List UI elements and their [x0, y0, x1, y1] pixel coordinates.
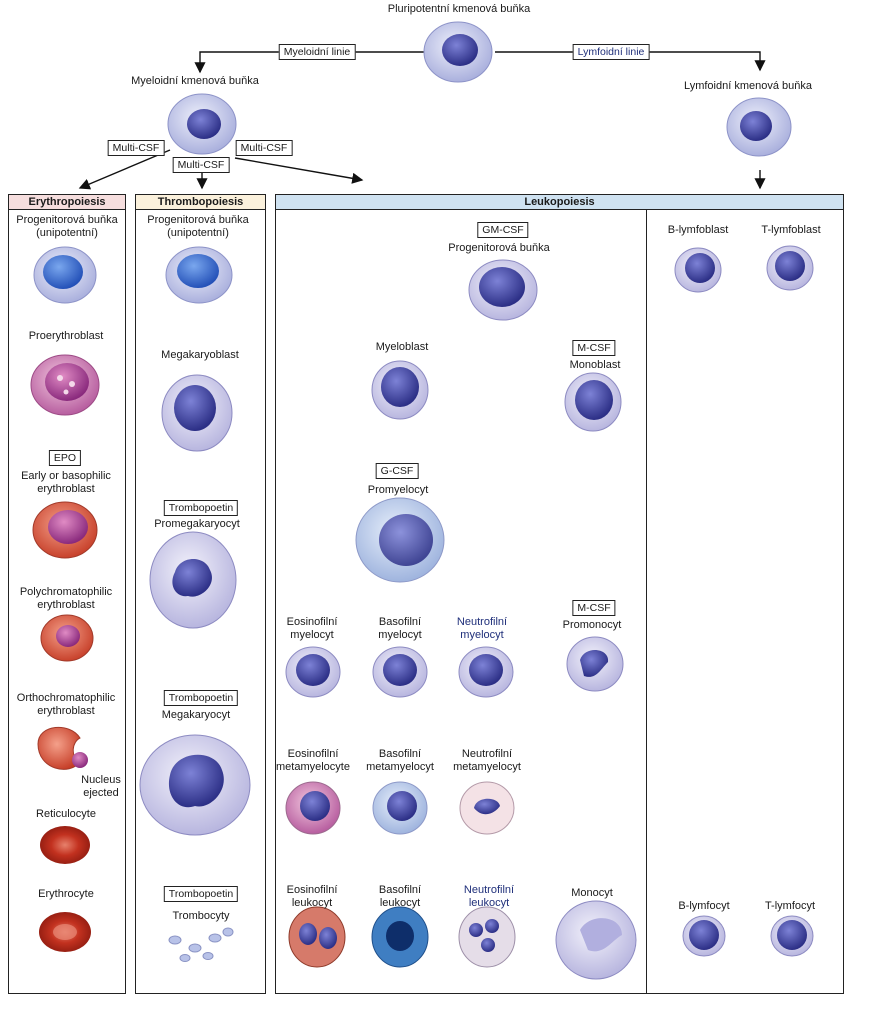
monoblast-cell	[564, 372, 622, 432]
pluripotent-label: Pluripotentní kmenová buňka	[387, 3, 531, 15]
myeloid-stem-label: Myeloidní kmenová buňka	[131, 75, 259, 87]
lymphoid-stem-label: Lymfoidní kmenová buňka	[684, 80, 812, 92]
promyelocyte-label: Promyelocyt	[367, 484, 429, 496]
nucleus-ejected-label: Nucleus ejected	[81, 774, 121, 799]
b-lymphoblast-label: B-lymfoblast	[667, 224, 729, 236]
myeloid-stem-cell	[167, 93, 237, 155]
reticulocyte-cell	[40, 826, 90, 864]
bas-leukocyte-label: Basofilní leukocyt	[378, 884, 422, 909]
myeloblast-cell	[371, 360, 429, 420]
trombopoetin-tag-1: Trombopoetin	[163, 500, 239, 516]
early-erythroblast-label: Early or basophilic erythroblast	[21, 470, 111, 495]
pluripotent-stem-cell	[423, 21, 493, 83]
myeloblast-label: Myeloblast	[375, 341, 429, 353]
monoblast-label: Monoblast	[569, 359, 621, 371]
t-lymphoblast-label: T-lymfoblast	[761, 224, 821, 236]
leukopoiesis-panel: Leukopoiesis	[275, 194, 844, 994]
erythrocyte-label: Erythrocyte	[38, 888, 94, 900]
thrombo-progenitor-label: Progenitorová buňka (unipotentní)	[147, 214, 249, 239]
early-erythroblast-cell	[32, 501, 98, 559]
leuko-progenitor-cell	[468, 259, 538, 321]
monocyte-cell	[555, 900, 637, 980]
promyelocyte-cell	[355, 497, 445, 583]
megakaryocyte-cell	[139, 734, 251, 836]
t-lymphoblast-cell	[766, 245, 814, 291]
erythropoiesis-title: Erythropoiesis	[9, 195, 125, 210]
bas-myelocyte-label: Basofilní myelocyt	[378, 616, 422, 641]
monocyte-label: Monocyt	[571, 887, 613, 899]
neu-myelocyte-label: Neutrofilní myelocyt	[456, 616, 508, 641]
g-csf-tag: G-CSF	[375, 463, 419, 479]
basophil-metamyelocyte-cell	[372, 781, 428, 835]
megakaryocyte-label: Megakaryocyt	[161, 709, 231, 721]
eos-leukocyte-label: Eosinofilní leukocyt	[286, 884, 338, 909]
lymphoid-line-tag: Lymfoidní linie	[572, 44, 650, 60]
gm-csf-tag: GM-CSF	[477, 222, 529, 238]
erythrocyte-cell	[39, 912, 91, 952]
reticulocyte-label: Reticulocyte	[36, 808, 96, 820]
promegakaryocyte-cell	[149, 531, 237, 629]
t-lymphocyte-label: T-lymfocyt	[764, 900, 816, 912]
eos-myelocyte-label: Eosinofilní myelocyt	[286, 616, 338, 641]
neutrophil-leukocyte-cell	[458, 906, 516, 968]
basophil-myelocyte-cell	[372, 646, 428, 698]
thrombopoiesis-title: Thrombopoiesis	[136, 195, 265, 210]
basophil-leukocyte-cell	[371, 906, 429, 968]
arrow-to-erythro	[78, 149, 171, 190]
leuko-progenitor-label: Progenitorová buňka	[448, 242, 550, 254]
neu-leukocyte-label: Neutrofilní leukocyt	[463, 884, 515, 909]
promonocyte-label: Promonocyt	[562, 619, 622, 631]
multi-csf-tag-1: Multi-CSF	[107, 140, 165, 156]
multi-csf-tag-2: Multi-CSF	[172, 157, 230, 173]
trombopoetin-tag-3: Trombopoetin	[163, 886, 239, 902]
neu-metamyelocyte-label: Neutrofilní metamyelocyt	[453, 748, 521, 773]
polychromatophilic-erythroblast-cell	[40, 614, 94, 662]
bas-metamyelocyte-label: Basofilní metamyelocyt	[366, 748, 434, 773]
neutrophil-myelocyte-cell	[458, 646, 514, 698]
trombocyty-label: Trombocyty	[172, 910, 230, 922]
eosinophil-myelocyte-cell	[285, 646, 341, 698]
promegakaryocyte-label: Promegakaryocyt	[154, 518, 240, 530]
leukopoiesis-title: Leukopoiesis	[276, 195, 843, 210]
epo-tag: EPO	[48, 450, 82, 466]
eosinophil-metamyelocyte-cell	[285, 781, 341, 835]
lymphoid-stem-cell	[726, 97, 792, 157]
eos-metamyelocyte-label: Eosinofilní metamyelocyte	[276, 748, 350, 773]
promonocyte-cell	[566, 636, 624, 692]
polychromatophilic-label: Polychromatophilic erythroblast	[19, 586, 113, 611]
erythro-progenitor-label: Progenitorová buňka (unipotentní)	[16, 214, 118, 239]
lymph-divider	[646, 209, 647, 993]
trombopoetin-tag-2: Trombopoetin	[163, 690, 239, 706]
erythro-progenitor-cell	[33, 246, 97, 304]
b-lymphocyte-cell	[682, 915, 726, 957]
proerythroblast-label: Proerythroblast	[28, 330, 104, 342]
proerythroblast-cell	[30, 354, 100, 416]
myeloid-line-tag: Myeloidní linie	[278, 44, 356, 60]
megakaryoblast-cell	[161, 374, 233, 452]
orthochromatophilic-label: Orthochromatophilic erythroblast	[16, 692, 116, 717]
b-lymphoblast-cell	[674, 247, 722, 293]
b-lymphocyte-label: B-lymfocyt	[678, 900, 730, 912]
orthochromatophilic-erythroblast-cell	[37, 726, 88, 770]
megakaryoblast-label: Megakaryoblast	[161, 349, 239, 361]
m-csf-tag-2: M-CSF	[572, 600, 616, 616]
thrombo-progenitor-cell	[165, 246, 233, 304]
t-lymphocyte-cell	[770, 915, 814, 957]
multi-csf-tag-3: Multi-CSF	[235, 140, 293, 156]
eosinophil-leukocyte-cell	[288, 906, 346, 968]
m-csf-tag-1: M-CSF	[572, 340, 616, 356]
neutrophil-metamyelocyte-cell	[459, 781, 515, 835]
arrow-to-leuko	[234, 157, 364, 184]
trombocyty-cells	[168, 927, 234, 962]
